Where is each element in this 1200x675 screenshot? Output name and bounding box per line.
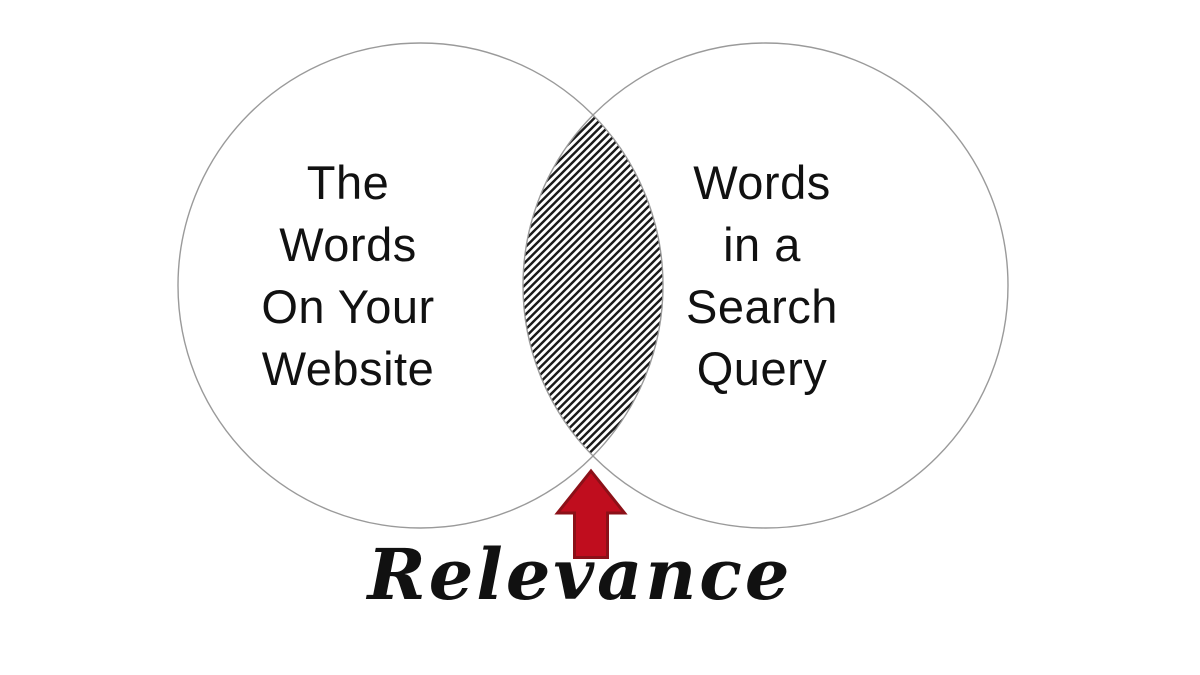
up-arrow-icon [554, 468, 628, 559]
left-circle-label: The Words On Your Website [261, 156, 435, 395]
right-circle [523, 43, 1008, 528]
left-circle [178, 43, 663, 528]
relevance-caption: Relevance [367, 533, 793, 616]
left-circle-outline [177, 42, 664, 529]
right-circle-outline [522, 42, 1009, 529]
right-circle-label: Words in a Search Query [686, 156, 838, 395]
intersection-hatch-region [522, 115, 664, 456]
